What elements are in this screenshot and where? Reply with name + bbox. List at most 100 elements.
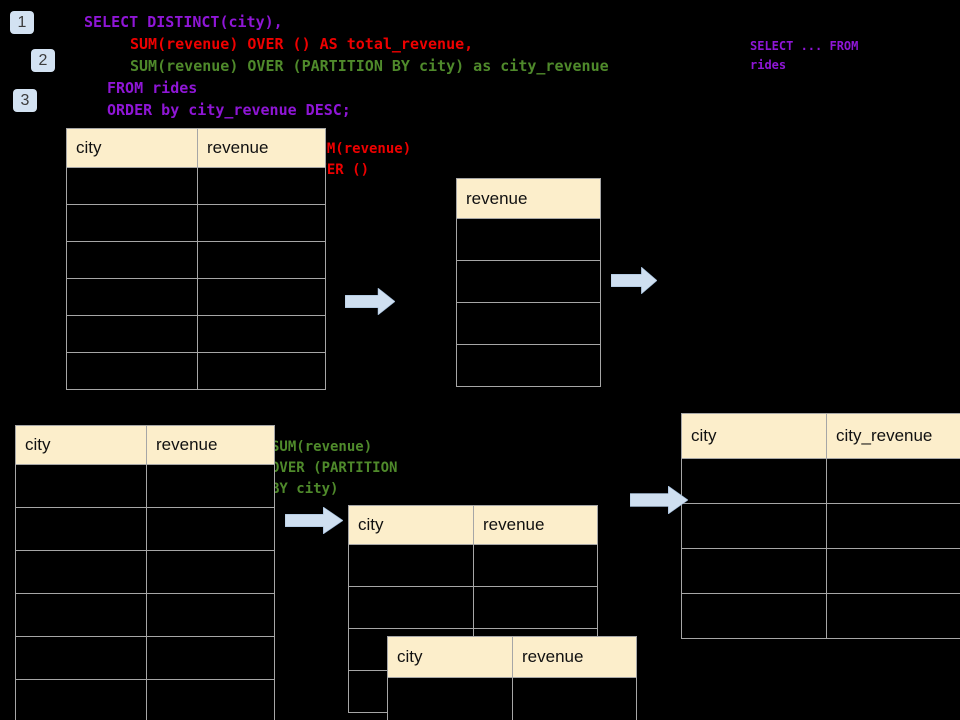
table-row — [15, 636, 275, 680]
column-header-revenue: revenue — [197, 128, 326, 168]
column-header-city: city — [66, 128, 198, 168]
table-row — [387, 677, 637, 720]
sql-line-3: SUM(revenue) OVER (PARTITION BY city) as… — [130, 57, 609, 75]
table-cell — [348, 586, 474, 629]
table-header-row: revenue — [456, 178, 601, 219]
sum-over-partition-note: SUM(revenue) OVER (PARTITION BY city) — [271, 439, 398, 497]
table-cell — [826, 458, 960, 504]
table-row — [15, 593, 275, 637]
table-row — [66, 241, 326, 279]
sql-line-2: SUM(revenue) OVER () AS total_revenue, — [130, 35, 474, 53]
table-cell — [473, 586, 598, 629]
table-cell — [197, 204, 326, 242]
table-cell — [456, 344, 601, 387]
table-cell — [681, 458, 827, 504]
table-cell — [681, 503, 827, 549]
table-cell — [473, 544, 598, 587]
table-cell — [15, 464, 147, 508]
table-cell — [146, 507, 275, 551]
table-cell — [66, 315, 198, 353]
table-cell — [197, 352, 326, 390]
table-cell — [348, 544, 474, 587]
table-cell — [15, 679, 147, 720]
table-cell — [826, 593, 960, 639]
table-row — [456, 260, 601, 303]
sql-line-5: ORDER by city_revenue DESC; — [107, 101, 351, 119]
table-row — [15, 679, 275, 720]
table-cell — [146, 679, 275, 720]
column-header-revenue: revenue — [473, 505, 598, 545]
table-cell — [15, 507, 147, 551]
arrow-source-to-partition — [285, 507, 343, 534]
table-cell — [15, 593, 147, 637]
table-cell — [456, 302, 601, 345]
table-cell — [826, 548, 960, 594]
table-row — [66, 204, 326, 242]
table-row — [456, 302, 601, 345]
table-cell — [66, 241, 198, 279]
table-row — [15, 507, 275, 551]
table-cell — [681, 593, 827, 639]
step-badge-1: 1 — [10, 11, 34, 34]
table-row — [681, 548, 960, 594]
column-header-city: city — [681, 413, 827, 459]
step-badge-2: 2 — [31, 49, 55, 72]
table-cell — [387, 677, 513, 720]
arrow-total-to-result — [611, 267, 657, 294]
table-row — [66, 315, 326, 353]
column-header-revenue: revenue — [456, 178, 601, 219]
table-row — [681, 458, 960, 504]
table-row — [66, 278, 326, 316]
table-row — [681, 503, 960, 549]
column-header-revenue: revenue — [146, 425, 275, 465]
table-row — [15, 464, 275, 508]
table-row — [456, 218, 601, 261]
table-cell — [456, 218, 601, 261]
column-header-revenue: revenue — [512, 636, 637, 678]
table-cell — [15, 550, 147, 594]
column-header-city: city — [348, 505, 474, 545]
table-cell — [146, 636, 275, 680]
arrow-source-to-total — [345, 288, 395, 315]
sql-line-1: SELECT DISTINCT(city), — [84, 13, 283, 31]
select-from-rides-note: SELECT ... FROM rides — [750, 39, 859, 72]
column-header-city: city — [387, 636, 513, 678]
table-cell — [146, 593, 275, 637]
table-cell — [456, 260, 601, 303]
total-revenue-table: revenue — [456, 178, 601, 387]
table-cell — [197, 278, 326, 316]
table-cell — [681, 548, 827, 594]
table-cell — [66, 204, 198, 242]
table-row — [66, 352, 326, 390]
column-header-city_revenue: city_revenue — [826, 413, 960, 459]
table-cell — [197, 315, 326, 353]
table-cell — [146, 464, 275, 508]
table-row — [456, 344, 601, 387]
sql-line-4: FROM rides — [107, 79, 198, 97]
table-row — [348, 586, 598, 629]
table-cell — [197, 241, 326, 279]
table-cell — [512, 677, 637, 720]
step-badge-3: 3 — [13, 89, 37, 112]
table-row — [681, 593, 960, 639]
table-cell — [66, 278, 198, 316]
table-cell — [197, 167, 326, 205]
table-cell — [146, 550, 275, 594]
table-row — [15, 550, 275, 594]
table-cell — [15, 636, 147, 680]
column-header-city: city — [15, 425, 147, 465]
table-cell — [66, 352, 198, 390]
table-cell — [66, 167, 198, 205]
arrow-partition-to-result — [630, 486, 688, 514]
table-row — [348, 544, 598, 587]
